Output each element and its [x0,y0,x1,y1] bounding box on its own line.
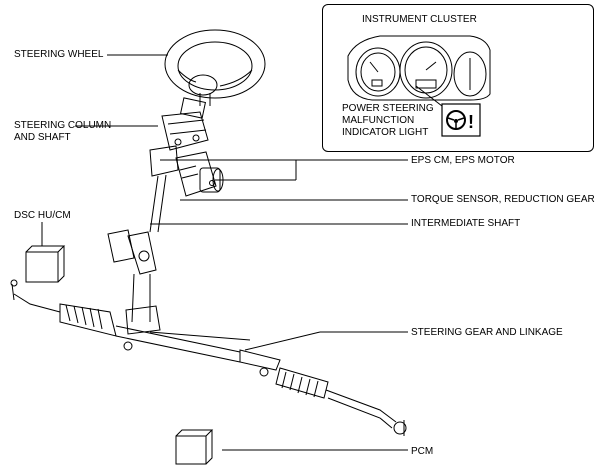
indicator-label-line1: POWER STEERING [342,103,434,114]
steering-rack [10,279,407,436]
label-dsc-hu-cm: DSC HU/CM [14,210,71,221]
steering-wheel [164,29,266,106]
pcm-box [175,429,214,465]
label-eps-cm-motor: EPS CM, EPS MOTOR [411,155,515,166]
label-steering-gear: STEERING GEAR AND LINKAGE [411,327,563,338]
label-steering-wheel: STEERING WHEEL [14,49,104,60]
steering-wheel-warning-icon: ! [441,103,481,137]
label-torque-sensor: TORQUE SENSOR, REDUCTION GEAR [411,194,595,205]
gear-housing [107,229,161,335]
cluster-title: INSTRUMENT CLUSTER [362,14,477,25]
warning-exclamation: ! [468,112,474,132]
label-steering-column-line2: AND SHAFT [14,132,71,143]
label-intermediate-shaft: INTERMEDIATE SHAFT [411,218,521,229]
instrument-cluster-box [322,4,594,152]
label-steering-column-line1: STEERING COLUMN [14,120,112,131]
label-pcm: PCM [411,446,434,457]
eps-motor [175,151,224,197]
instrument-cluster-drawing [347,35,491,107]
leader-lines [41,54,408,451]
dsc-hu-cm-box [25,245,66,283]
indicator-label-line2: MALFUNCTION [342,115,415,126]
indicator-label-line3: INDICATOR LIGHT [342,127,429,138]
steering-column [149,97,209,233]
